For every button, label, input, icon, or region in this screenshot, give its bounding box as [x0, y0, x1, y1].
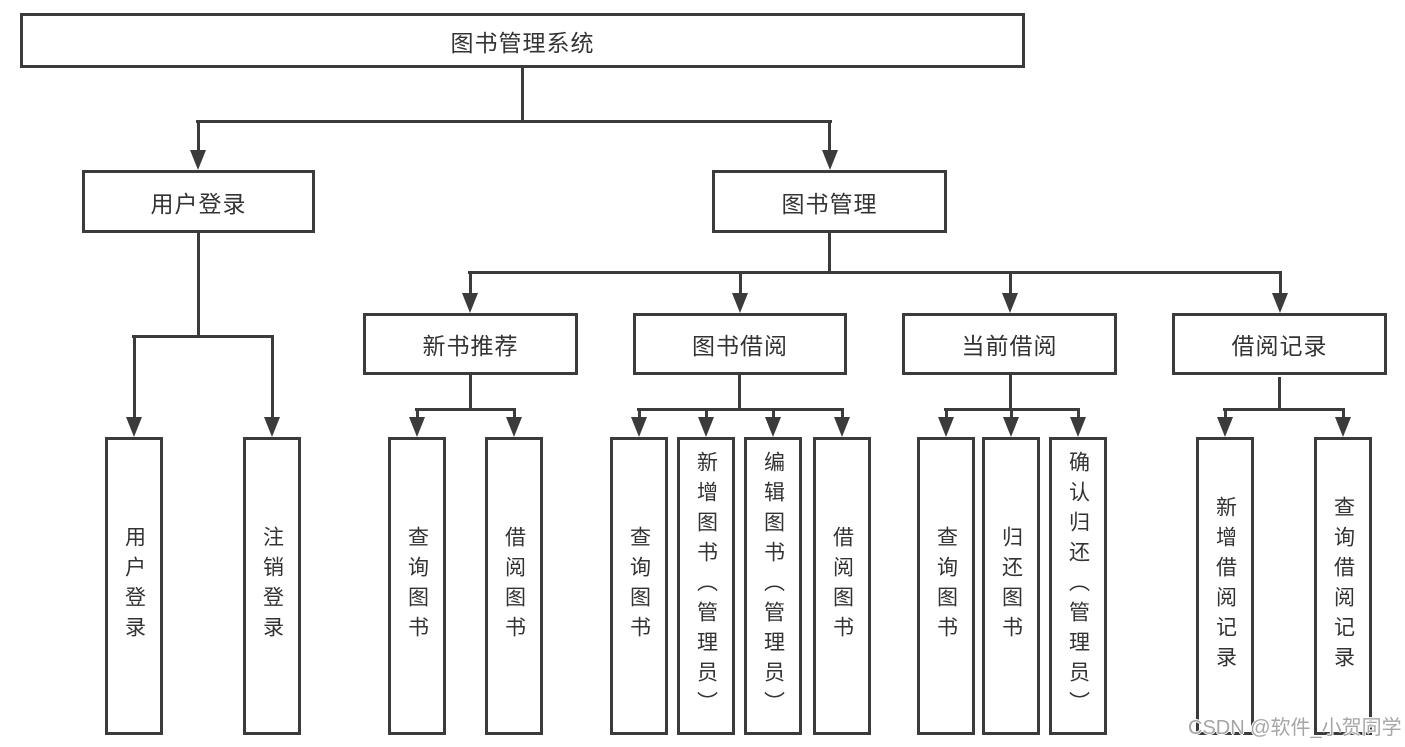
connector-line [1009, 271, 1012, 297]
connector-line [196, 120, 832, 123]
node-label: 用户登录 [150, 190, 247, 217]
leaf-query-books-borrowing: 查询图书 [610, 437, 668, 735]
leaf-label: 新增借阅记录 [1213, 496, 1237, 676]
connector-arrow [822, 150, 838, 170]
connector-line [197, 120, 200, 153]
connector-line [739, 271, 742, 297]
leaf-label: 查询图书 [405, 526, 429, 646]
leaf-edit-book-admin: 编辑图书（管理员） [744, 437, 802, 735]
node-label: 借阅记录 [1231, 333, 1328, 359]
node-book-management: 图书管理 [712, 170, 947, 233]
leaf-label: 用户登录 [122, 526, 146, 646]
connector-line [513, 408, 516, 420]
connector-arrow [462, 293, 478, 313]
leaf-user-login: 用户登录 [105, 437, 163, 735]
connector-arrow [190, 150, 206, 170]
node-label: 当前借阅 [961, 333, 1058, 359]
connector-line [132, 335, 274, 338]
connector-line [828, 233, 831, 274]
connector-line [638, 408, 641, 420]
connector-line [1342, 408, 1345, 420]
connector-line [945, 408, 948, 420]
connector-arrow [1070, 417, 1086, 437]
connector-line [521, 68, 524, 123]
connector-arrow [631, 417, 647, 437]
node-label: 新书推荐 [422, 333, 519, 359]
node-user-login: 用户登录 [82, 170, 315, 233]
connector-line [468, 271, 1282, 274]
connector-line [1009, 375, 1012, 411]
connector-arrow [938, 417, 954, 437]
node-library-management-system: 图书管理系统 [20, 13, 1025, 68]
connector-arrow [698, 417, 714, 437]
leaf-label: 注销登录 [260, 526, 284, 646]
connector-arrow [1003, 417, 1019, 437]
connector-arrow [1272, 293, 1288, 313]
connector-line [1010, 408, 1013, 420]
leaf-return-book: 归还图书 [982, 437, 1040, 735]
leaf-label: 借阅图书 [502, 526, 526, 646]
connector-arrow [264, 417, 280, 437]
leaf-borrow-books-borrowing: 借阅图书 [813, 437, 871, 735]
leaf-borrow-books-recommendation: 借阅图书 [485, 437, 543, 735]
connector-line [841, 408, 844, 420]
connector-arrow [126, 417, 142, 437]
connector-arrow [1335, 417, 1351, 437]
leaf-query-books-current: 查询图书 [917, 437, 975, 735]
connector-line [469, 375, 472, 411]
connector-arrow [1002, 293, 1018, 313]
connector-line [415, 408, 516, 411]
leaf-add-book-admin: 新增图书（管理员） [677, 437, 735, 735]
node-label: 图书借阅 [692, 333, 788, 359]
connector-arrow [506, 417, 522, 437]
connector-line [1278, 377, 1281, 411]
leaf-query-borrow-record: 查询借阅记录 [1314, 437, 1372, 735]
node-borrowing-records: 借阅记录 [1172, 313, 1387, 375]
node-new-book-recommendation: 新书推荐 [363, 313, 578, 375]
connector-arrow [409, 417, 425, 437]
connector-line [469, 271, 472, 297]
connector-line [828, 120, 831, 153]
connector-line [1077, 408, 1080, 420]
connector-arrow [765, 417, 781, 437]
connector-line [1223, 408, 1345, 411]
leaf-label: 确认归还（管理员） [1066, 451, 1090, 721]
connector-line [772, 408, 775, 420]
leaf-label: 查询图书 [934, 526, 958, 646]
leaf-label: 借阅图书 [830, 526, 854, 646]
leaf-label: 新增图书（管理员） [694, 451, 718, 721]
connector-line [637, 408, 844, 411]
connector-line [1279, 271, 1282, 297]
leaf-label: 归还图书 [999, 526, 1023, 646]
connector-line [1224, 408, 1227, 420]
leaf-logout: 注销登录 [243, 437, 301, 735]
leaf-confirm-return-admin: 确认归还（管理员） [1049, 437, 1107, 735]
leaf-query-books-recommendation: 查询图书 [388, 437, 446, 735]
node-label: 图书管理 [781, 190, 878, 217]
node-book-borrowing: 图书借阅 [633, 313, 847, 375]
connector-line [133, 335, 136, 420]
leaf-label: 查询借阅记录 [1331, 496, 1355, 676]
connector-line [416, 408, 419, 420]
connector-line [271, 335, 274, 420]
connector-line [738, 375, 741, 411]
leaf-label: 编辑图书（管理员） [761, 451, 785, 721]
csdn-watermark: CSDN @软件_小贺同学 [1188, 717, 1402, 739]
connector-arrow [732, 293, 748, 313]
connector-arrow [834, 417, 850, 437]
connector-line [197, 233, 200, 338]
leaf-add-borrow-record: 新增借阅记录 [1196, 437, 1254, 735]
leaf-label: 查询图书 [627, 526, 651, 646]
connector-line [705, 408, 708, 420]
node-current-borrowing: 当前借阅 [902, 313, 1117, 375]
connector-arrow [1217, 417, 1233, 437]
node-label: 图书管理系统 [450, 29, 595, 56]
